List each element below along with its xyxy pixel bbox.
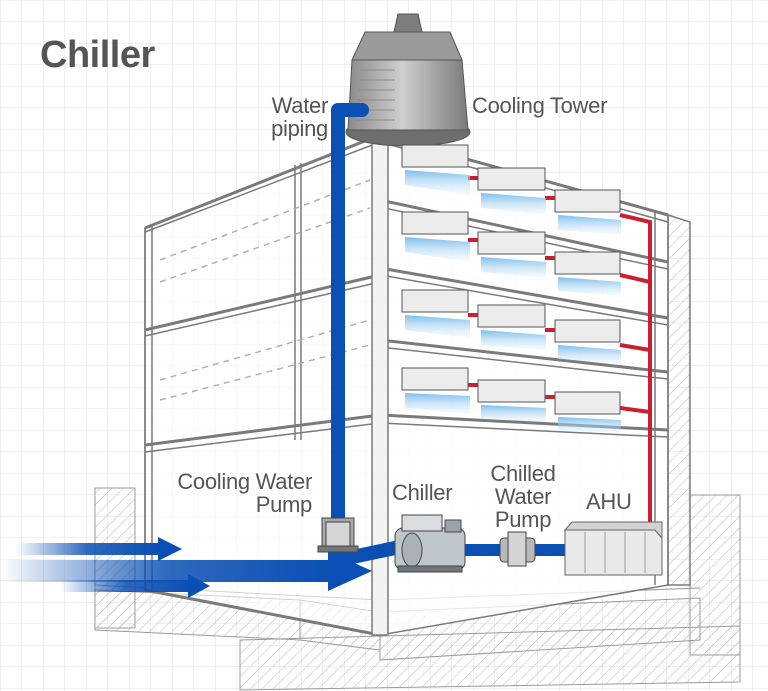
label-ahu: AHU [586,489,632,514]
page-title: Chiller [40,34,155,76]
cooling-tower [345,13,471,147]
label-chilled-water-pump: Chilled Water Pump [490,461,556,532]
incoming-flow-arrows [0,537,372,598]
label-cooling-tower: Cooling Tower [472,93,608,118]
label-water-piping: Water piping [271,93,328,141]
air-diffusers [401,144,621,433]
label-cooling-water-pump: Cooling Water Pump [177,469,312,517]
chilled-water-pump [499,531,536,567]
ahu-unit [563,521,663,576]
cooling-water-pump [317,517,359,553]
label-chiller: Chiller [392,480,453,505]
chiller-unit [394,514,466,573]
